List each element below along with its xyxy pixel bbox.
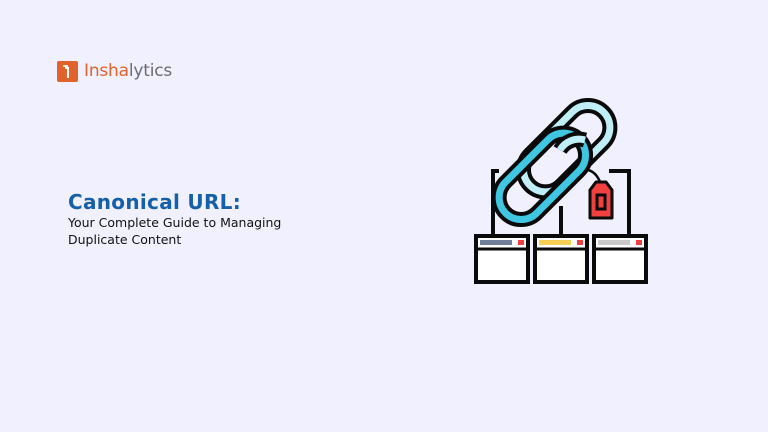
connector-lines — [491, 169, 631, 236]
brand-logo[interactable]: Inshalytics — [57, 61, 172, 82]
tag-icon — [587, 168, 614, 220]
logo-mark-icon — [57, 61, 78, 82]
page-subtitle: Your Complete Guide to Managing Duplicat… — [68, 214, 328, 248]
page-window-middle-icon — [533, 234, 589, 284]
subtitle-line-1: Your Complete Guide to Managing — [68, 215, 282, 230]
chain-link-back-icon — [515, 97, 618, 200]
subtitle-line-2: Duplicate Content — [68, 232, 182, 247]
chain-link-front-icon — [491, 125, 594, 228]
brand-name: Inshalytics — [84, 61, 172, 82]
page-window-right-icon — [592, 234, 648, 284]
brand-name-part2: lytics — [128, 61, 173, 81]
brand-name-part1: Insha — [84, 61, 129, 81]
page-window-left-icon — [474, 234, 530, 284]
page-title: Canonical URL: — [68, 190, 241, 214]
